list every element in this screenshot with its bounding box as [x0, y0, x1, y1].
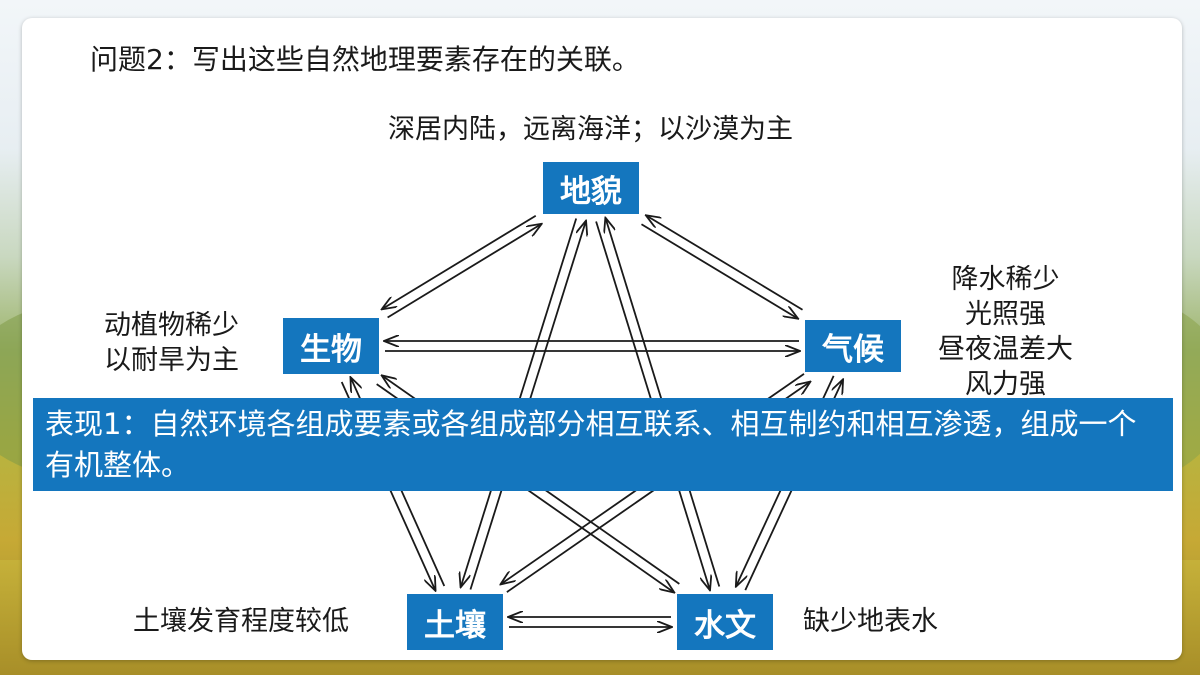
climate-note-line: 光照强: [965, 299, 1046, 331]
climate-note: 降水稀少 光照强 昼夜温差大 风力强: [938, 262, 1073, 402]
biota-note-line: 以耐旱为主: [104, 345, 239, 377]
biota-note-line: 动植物稀少: [104, 310, 239, 341]
summary-banner: 表现1：自然环境各组成要素或各组成部分相互联系、相互制约和相互渗透，组成一个有机…: [33, 398, 1173, 491]
node-soil: 土壤: [407, 594, 503, 650]
node-water: 水文: [677, 594, 773, 650]
arrow-climate-to-landform: [647, 216, 803, 311]
climate-note-line: 风力强: [965, 369, 1046, 401]
node-climate: 气候: [805, 320, 901, 372]
question-title: 问题2：写出这些自然地理要素存在的关联。: [90, 43, 640, 76]
soil-note: 土壤发育程度较低: [133, 606, 349, 637]
biota-note: 动植物稀少 以耐旱为主: [104, 308, 239, 378]
climate-note-line: 降水稀少: [951, 264, 1060, 295]
arrow-biota-to-landform: [387, 224, 541, 319]
climate-note-line: 昼夜温差大: [938, 334, 1073, 366]
arrow-landform-to-biota: [382, 214, 537, 309]
node-biota: 生物: [283, 318, 379, 374]
arrow-landform-to-climate: [641, 223, 797, 318]
node-landform: 地貌: [543, 162, 639, 214]
slide-card: [22, 18, 1182, 660]
landform-note: 深居内陆，远离海洋；以沙漠为主: [388, 114, 793, 145]
water-note: 缺少地表水: [803, 606, 938, 637]
